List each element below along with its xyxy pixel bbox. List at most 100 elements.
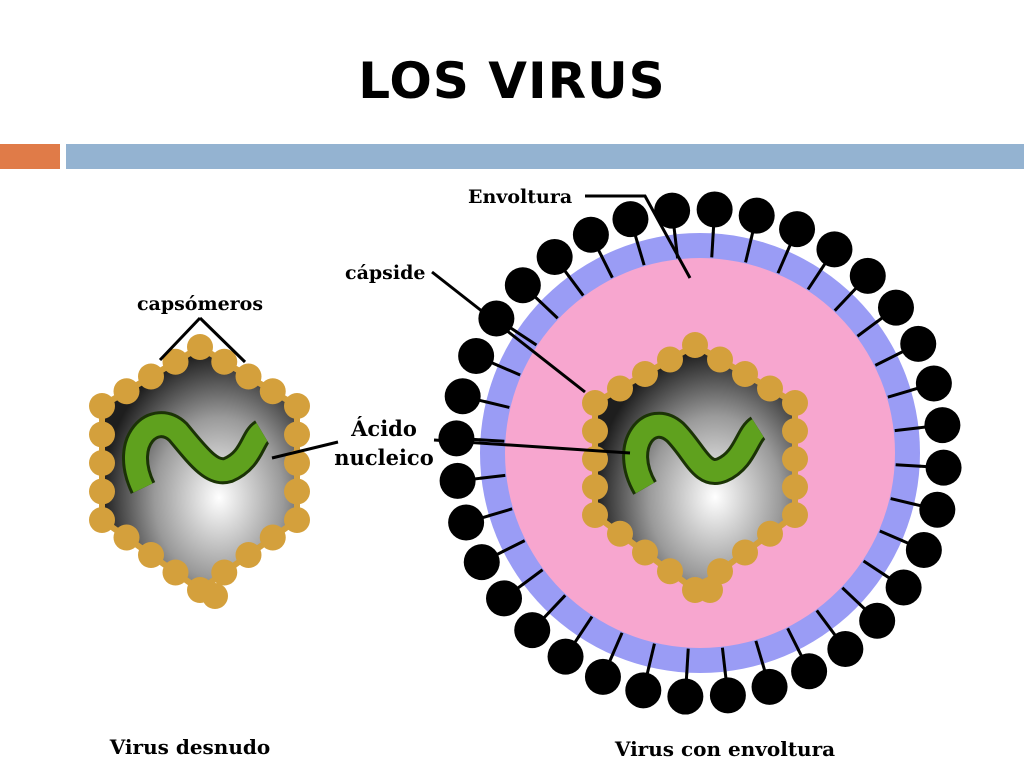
capsomere bbox=[211, 348, 238, 375]
capsomere bbox=[138, 363, 164, 390]
capsomere bbox=[89, 478, 115, 505]
capsomere bbox=[607, 520, 633, 547]
envelope-tick bbox=[815, 609, 833, 632]
spike-knob bbox=[849, 257, 886, 294]
leader-lines bbox=[158, 194, 692, 460]
capsomere bbox=[782, 390, 808, 416]
envelope-tick bbox=[647, 643, 656, 669]
label-virus-desnudo: Virus desnudo bbox=[109, 735, 270, 759]
spike-knob bbox=[925, 449, 962, 486]
spike-knob bbox=[438, 420, 475, 457]
spike-knob bbox=[439, 462, 476, 499]
spike-knob bbox=[547, 638, 584, 675]
capsomere bbox=[582, 418, 608, 444]
spike-knob bbox=[924, 407, 961, 444]
spike-knob bbox=[612, 201, 649, 238]
spike-knob bbox=[877, 289, 914, 326]
capsomere bbox=[782, 474, 808, 500]
capsomere bbox=[89, 507, 115, 533]
accent-bar-blue bbox=[66, 144, 1024, 169]
capsomeres-right bbox=[582, 332, 808, 603]
spike-knob bbox=[444, 378, 481, 415]
capsomere bbox=[259, 378, 286, 405]
envelope-tick bbox=[496, 363, 521, 377]
envelope-tick bbox=[776, 249, 790, 274]
capsomere bbox=[632, 361, 658, 387]
envelope-ticks bbox=[479, 232, 921, 674]
capsomere bbox=[582, 502, 608, 528]
envelope-spikes bbox=[438, 191, 962, 715]
envelope-tick bbox=[521, 568, 544, 586]
envelope-tick bbox=[538, 299, 559, 320]
capsomere bbox=[607, 375, 633, 402]
envelope-tick bbox=[806, 267, 824, 291]
spike-knob bbox=[779, 211, 816, 248]
spike-knob bbox=[514, 612, 551, 649]
envelope-tick bbox=[744, 237, 753, 263]
spike-knob bbox=[667, 678, 704, 715]
label-virus-con-envoltura: Virus con envoltura bbox=[614, 737, 835, 761]
capsomere bbox=[284, 478, 310, 505]
envelope-tick bbox=[874, 352, 899, 367]
spike-knob bbox=[572, 216, 609, 253]
capsomere bbox=[782, 502, 808, 528]
envelope-tick bbox=[879, 529, 904, 543]
envelope-tick bbox=[480, 473, 506, 480]
capsomere bbox=[235, 363, 262, 390]
label-capside: cápside bbox=[345, 262, 425, 284]
capsomere bbox=[757, 375, 783, 402]
spike-knob bbox=[859, 602, 896, 639]
capsomere bbox=[782, 418, 808, 444]
capsomere bbox=[162, 559, 189, 586]
capsomere bbox=[113, 524, 140, 551]
capsomere bbox=[187, 334, 213, 360]
spike-knob bbox=[654, 192, 691, 229]
spike-knob bbox=[751, 668, 788, 705]
envelope-tick bbox=[720, 647, 727, 673]
envelope-tick bbox=[841, 586, 862, 607]
envelope-tick bbox=[786, 627, 801, 652]
spike-knob bbox=[536, 239, 573, 276]
envelope-tick bbox=[576, 615, 594, 639]
envelope-tick bbox=[479, 438, 505, 443]
label-nucleico: nucleico bbox=[334, 445, 433, 470]
naked-virus bbox=[89, 334, 310, 609]
envelope-tick bbox=[710, 232, 715, 258]
envelope-tick bbox=[546, 594, 567, 615]
capsomere bbox=[707, 346, 733, 373]
capsomere bbox=[732, 539, 758, 566]
envelope-tick bbox=[484, 400, 510, 409]
envelope-tick bbox=[599, 254, 614, 279]
envelope-tick bbox=[635, 240, 646, 266]
capsomere bbox=[235, 542, 262, 568]
capsomere bbox=[89, 393, 115, 419]
spike-knob bbox=[738, 197, 775, 234]
capsomere bbox=[657, 346, 683, 373]
enveloped-virus bbox=[438, 191, 962, 715]
capsomere bbox=[682, 332, 708, 358]
capsomere bbox=[582, 474, 608, 500]
capsomere bbox=[89, 450, 115, 476]
capsomere bbox=[113, 378, 140, 405]
capsomere bbox=[284, 507, 310, 533]
spike-knob bbox=[584, 658, 621, 695]
spike-knob bbox=[696, 191, 733, 228]
capsomere bbox=[202, 583, 228, 609]
envelope-tick bbox=[894, 426, 920, 433]
capsomere bbox=[284, 421, 310, 448]
capsomere bbox=[657, 558, 683, 585]
capsomere bbox=[632, 539, 658, 566]
spike-knob bbox=[709, 677, 746, 714]
envelope-tick bbox=[567, 274, 585, 297]
capsomere bbox=[138, 542, 164, 568]
capsomere bbox=[259, 524, 286, 551]
spike-knob bbox=[504, 267, 541, 304]
spike-knob bbox=[905, 532, 942, 569]
spike-knob bbox=[919, 491, 956, 528]
capsomere bbox=[162, 348, 189, 375]
spike-knob bbox=[885, 569, 922, 606]
spike-knob bbox=[827, 630, 864, 667]
envelope-tick bbox=[610, 632, 624, 657]
envelope-tick bbox=[895, 463, 921, 468]
capsomere bbox=[732, 361, 758, 387]
